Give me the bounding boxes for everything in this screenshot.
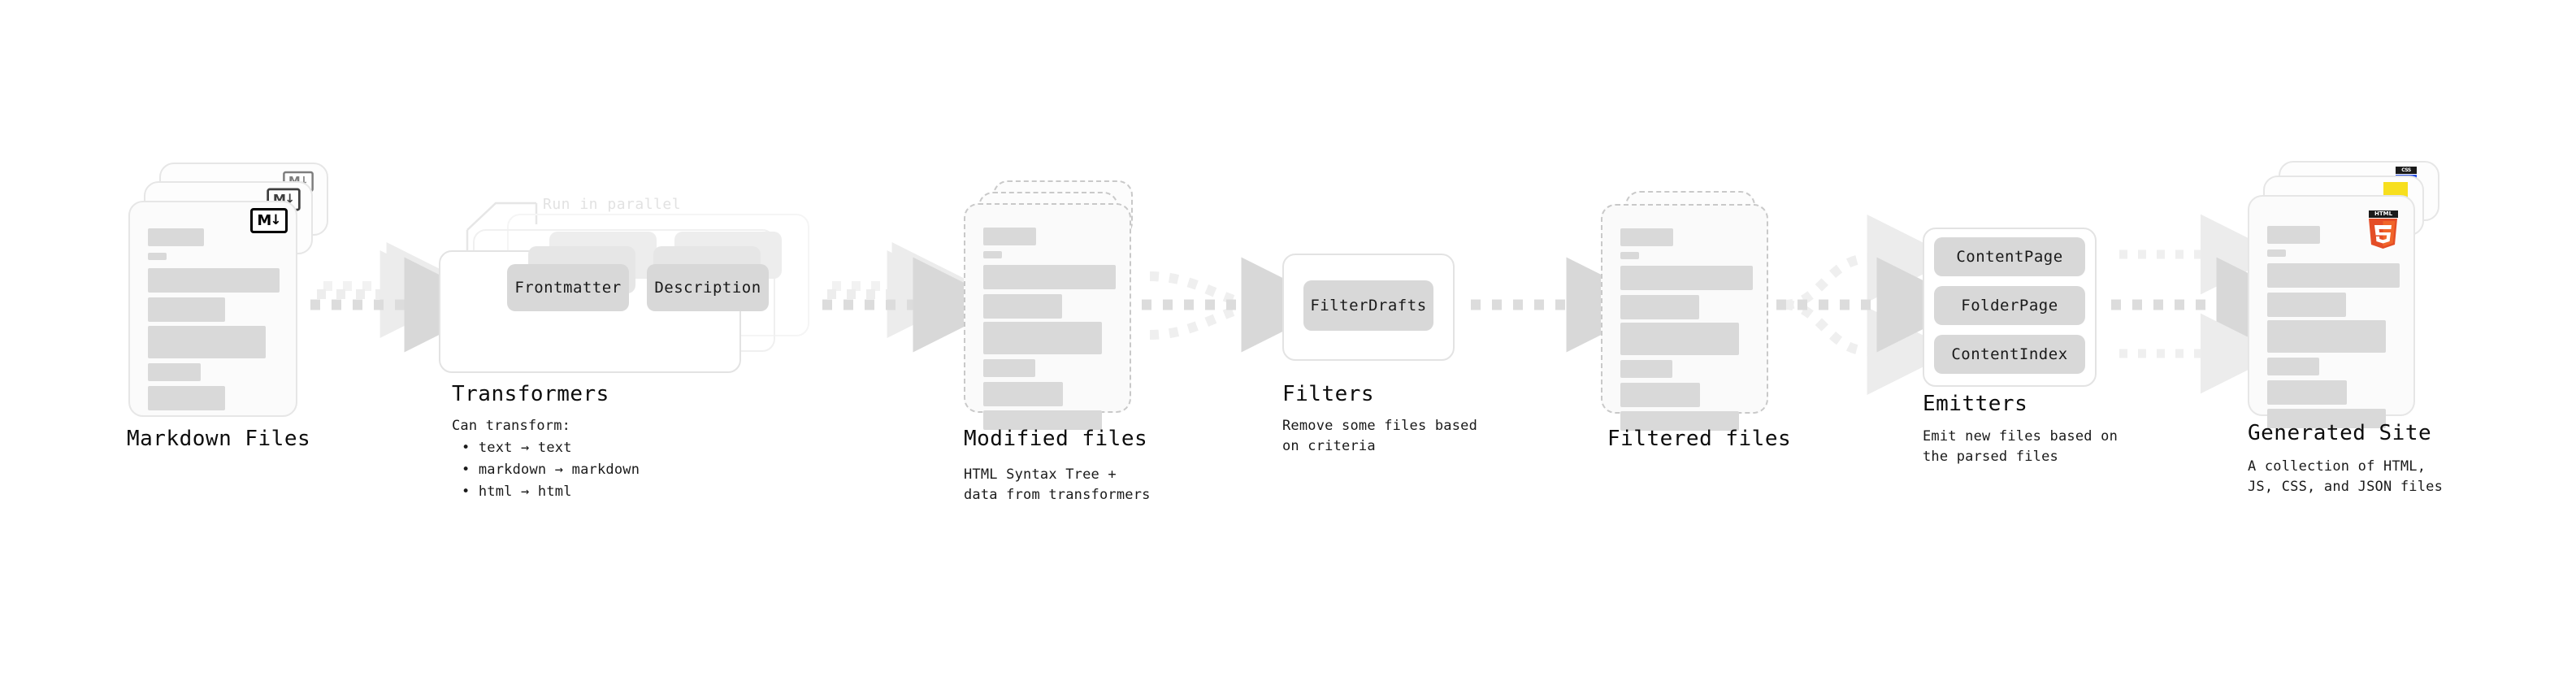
content-bar [148,297,225,322]
content-bar [1620,252,1639,259]
arrow-transformers-to-modified [822,242,1008,353]
modified-card-front [964,203,1131,430]
content-bar [148,268,280,293]
markdown-icon: M↓ [250,208,288,233]
modified-card-content [965,205,1130,430]
arrow-filtered-to-emitters [1776,215,1972,395]
markdown-icon-arrow: ↓ [270,212,281,228]
content-bar [2267,380,2347,405]
markdown-card-front [128,201,297,417]
transformers-bullet-1: • markdown → markdown [462,462,640,478]
stage-title-generated-site: Generated Site [2248,421,2432,445]
content-bar [1620,411,1739,431]
transformers-bullet-2: • html → html [462,484,572,500]
html5-icon: HTML [2366,210,2400,249]
content-bar [983,228,1036,245]
content-bar [1620,323,1739,355]
emitter-chip-contentindex[interactable]: ContentIndex [1934,335,2085,374]
transformers-bullet-0: • text → text [462,440,572,456]
content-bar [1620,266,1753,290]
content-bar [983,251,1002,258]
stage-desc-emitters: Emit new files based on the parsed files [1923,428,2118,465]
content-bar [1620,360,1672,378]
stage-desc-modified-files: HTML Syntax Tree + data from transformer… [964,466,1151,503]
content-bar [2267,320,2386,353]
stage-title-emitters: Emitters [1923,392,2028,416]
generated-site-stack[interactable]: CSS HTML [2248,161,2439,428]
content-bar [148,326,266,358]
stage-title-filtered-files: Filtered files [1607,427,1792,451]
content-bar [148,363,201,381]
filtered-card-front [1601,204,1768,431]
emitter-chip-folderpage[interactable]: FolderPage [1934,286,2085,325]
stage-desc-filters: Remove some files based on criteria [1282,418,1478,454]
content-bar [148,228,204,246]
content-bar [983,294,1062,319]
filter-chip-filterdrafts[interactable]: FilterDrafts [1303,280,1433,331]
content-bar [2267,293,2346,317]
markdown-icon-letter: M [257,211,271,229]
content-bar [2267,409,2386,428]
arrow-modified-to-filters [1142,257,1337,353]
content-bar [2267,358,2319,375]
content-bar [1620,228,1673,246]
markdown-card-content [130,202,296,415]
content-bar [1620,383,1700,407]
transformer-chip-frontmatter[interactable]: Frontmatter [507,264,629,311]
arrow-emitters-to-site [2111,214,2312,394]
content-bar [2267,226,2320,244]
content-bar [983,382,1063,406]
content-bar [2267,249,2286,257]
stage-desc-transformers: Can transform: [452,418,571,434]
content-bar [983,410,1102,430]
stage-title-transformers: Transformers [452,382,609,406]
content-bar [1620,295,1699,319]
content-bar [2267,263,2400,288]
site-card-content [2249,197,2413,428]
run-in-parallel-note: Run in parallel [543,196,682,213]
stage-desc-generated-site: A collection of HTML, JS, CSS, and JSON … [2248,458,2444,495]
content-bar [983,322,1102,354]
content-bar [148,253,167,260]
content-bar [983,359,1035,377]
stage-title-modified-files: Modified files [964,427,1148,451]
stage-title-filters: Filters [1282,382,1375,406]
emitter-chip-contentpage[interactable]: ContentPage [1934,237,2085,276]
markdown-icon-arrow: ↓ [299,174,309,189]
transformer-chip-description[interactable]: Description [647,264,769,311]
content-bar [983,265,1116,289]
filtered-card-content [1602,206,1767,431]
stage-title-markdown-files: Markdown Files [127,427,311,451]
content-bar [148,386,225,410]
arrow-markdown-to-transformers [310,242,500,353]
